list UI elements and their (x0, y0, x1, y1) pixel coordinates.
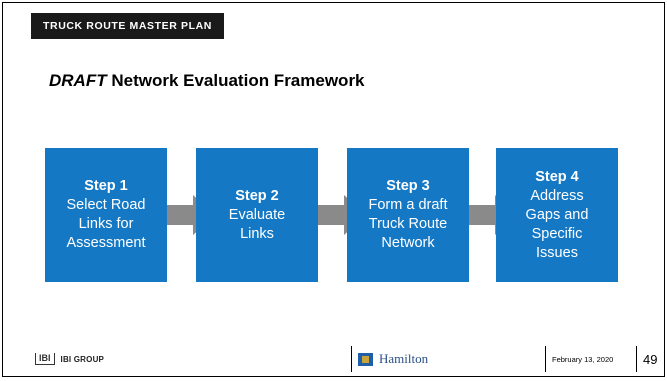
step-2-number: Step 2 (235, 187, 279, 204)
section-tag-text: TRUCK ROUTE MASTER PLAN (43, 20, 212, 32)
step-1-line-3: Assessment (66, 235, 146, 251)
ibi-group-logo: IBI IBI GROUP (35, 353, 104, 365)
step-1-line-1: Select Road (66, 197, 146, 213)
section-tag: TRUCK ROUTE MASTER PLAN (31, 13, 224, 39)
step-4-box: Step 4 Address Gaps and Specific Issues (496, 148, 618, 282)
step-4-line-3: Specific (531, 225, 583, 242)
step-3-number: Step 3 (386, 178, 430, 194)
slide-title: DRAFT Network Evaluation Framework (49, 71, 365, 91)
hamilton-name: Hamilton (379, 351, 429, 366)
step-3-line-2: Truck Route (368, 216, 448, 232)
step-2-box: Step 2 Evaluate Links (196, 148, 318, 282)
step-3-line-1: Form a draft (368, 197, 448, 213)
step-4-line-1: Address (530, 187, 584, 204)
page-number: 49 (636, 346, 657, 372)
step-4-line-2: Gaps and (525, 206, 589, 223)
step-1-line-2: Links for (78, 216, 134, 232)
step-2-line-1: Evaluate (228, 206, 286, 223)
ibi-mark-icon: IBI (35, 353, 55, 365)
ibi-group-name: IBI GROUP (60, 354, 105, 364)
hamilton-logo: Hamilton (351, 346, 428, 372)
step-4-line-4: Issues (536, 244, 578, 261)
step-4-number: Step 4 (535, 168, 579, 185)
title-emphasis: DRAFT (49, 71, 107, 90)
slide: TRUCK ROUTE MASTER PLAN DRAFT Network Ev… (2, 2, 665, 377)
title-rest: Network Evaluation Framework (106, 71, 365, 90)
step-1-number: Step 1 (84, 178, 128, 194)
step-2-line-2: Links (240, 225, 274, 242)
step-3-box: Step 3 Form a draft Truck Route Network (347, 148, 469, 282)
step-1-box: Step 1 Select Road Links for Assessment (45, 148, 167, 282)
slide-date: February 13, 2020 (545, 346, 613, 372)
hamilton-crest-icon (358, 352, 373, 366)
step-3-line-3: Network (381, 235, 435, 251)
